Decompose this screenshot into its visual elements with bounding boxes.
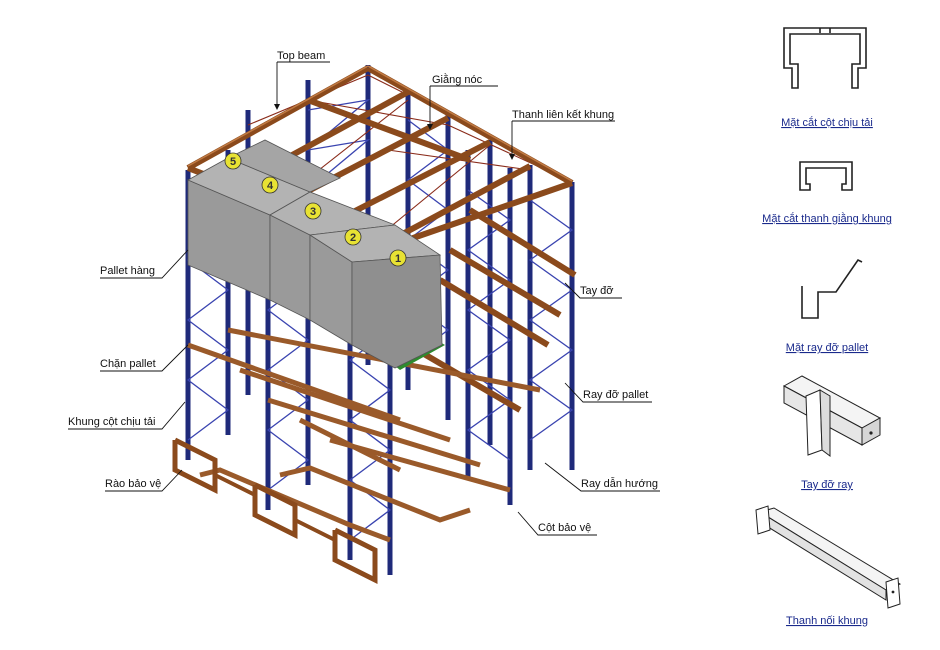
column-section-icon: [783, 27, 867, 89]
caption-cot-chiu-tai: Mặt cắt cột chịu tải: [781, 116, 873, 129]
pallet-number-5: 5: [224, 152, 242, 170]
svg-text:Tay đỡ: Tay đỡ: [580, 285, 614, 297]
callout-thanh-lien-ket: Thanh liên kết khung: [509, 109, 615, 160]
callout-ray-do-pallet: Ray đỡ pallet: [564, 382, 652, 403]
svg-text:2: 2: [350, 232, 356, 244]
rack-structure: 1 2 3 4 5: [172, 65, 577, 585]
pallet-number-2: 2: [344, 228, 362, 246]
pallet-number-3: 3: [304, 202, 322, 220]
caption-thanh-giang: Mặt cắt thanh giằng khung: [762, 212, 892, 225]
svg-text:3: 3: [310, 206, 316, 218]
svg-text:Ray đỡ pallet: Ray đỡ pallet: [583, 389, 648, 401]
pallet-number-4: 4: [261, 176, 279, 194]
rail-section-icon: [801, 258, 863, 319]
svg-text:1: 1: [395, 253, 401, 265]
pallet-rails: [187, 327, 541, 493]
callout-rao-bao-ve: Rào bảo vệ: [105, 469, 183, 492]
callout-giang-noc: Giằng nóc: [427, 73, 498, 130]
svg-text:Ray dẫn hướng: Ray dẫn hướng: [581, 477, 658, 490]
svg-text:Pallet hàng: Pallet hàng: [100, 265, 155, 277]
arm-support-icon: [782, 375, 882, 457]
svg-text:5: 5: [230, 156, 236, 168]
callout-cot-bao-ve: Cột bảo vệ: [517, 511, 597, 536]
protection-fences: [172, 437, 378, 585]
callout-ray-dan-huong: Ray dẫn hướng: [544, 462, 660, 492]
svg-text:Chặn pallet: Chặn pallet: [100, 358, 156, 370]
caption-tay-do-ray: Tay đỡ ray: [801, 479, 853, 491]
callout-top-beam: Top beam: [274, 50, 330, 110]
callouts: Top beam Giằng nóc Thanh liên kết khung …: [68, 50, 660, 536]
connecting-bar-icon: [755, 505, 902, 609]
callout-pallet-hang: Pallet hàng: [100, 249, 189, 279]
callout-chan-pallet: Chặn pallet: [100, 344, 189, 372]
caption-ray-do: Mặt ray đỡ pallet: [786, 342, 868, 354]
svg-text:4: 4: [267, 180, 274, 192]
pallet-numbers: 1 2 3 4 5: [224, 152, 407, 267]
guide-rails: [199, 465, 471, 543]
svg-text:Giằng nóc: Giằng nóc: [432, 73, 483, 86]
svg-text:Rào bảo vệ: Rào bảo vệ: [105, 478, 161, 490]
callout-tay-do: Tay đỡ: [564, 282, 622, 299]
svg-text:Thanh liên kết khung: Thanh liên kết khung: [512, 109, 614, 121]
svg-text:Top beam: Top beam: [277, 50, 325, 62]
bracing-section-icon: [799, 161, 853, 191]
svg-text:Cột bảo vệ: Cột bảo vệ: [538, 522, 591, 534]
pallet-number-1: 1: [389, 249, 407, 267]
pallet-loads: [187, 139, 445, 370]
svg-text:Khung cột chịu tải: Khung cột chịu tải: [68, 416, 155, 428]
caption-thanh-noi: Thanh nối khung: [786, 615, 868, 627]
callout-khung-cot: Khung cột chịu tải: [68, 401, 186, 430]
section-details: Mặt cắt cột chịu tải Mặt cắt thanh giằng…: [755, 27, 902, 627]
